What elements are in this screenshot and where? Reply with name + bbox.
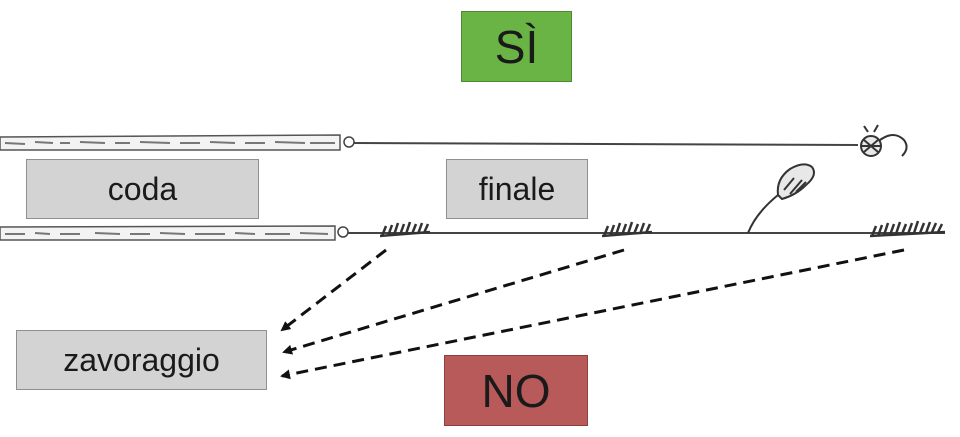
dashed-arrows: [280, 248, 905, 380]
bottom-fly-line-texture: [5, 232, 329, 235]
weighting-label: zavoraggio: [16, 330, 267, 390]
nymph-fly-icon: [747, 163, 815, 234]
split-shot-weight-icon: [869, 220, 946, 238]
top-rig: [0, 124, 908, 157]
top-fly-line-texture: [4, 141, 335, 145]
dashed-arrow-icon: [280, 248, 387, 332]
leader-label: finale: [446, 159, 588, 219]
yes-label: SÌ: [461, 11, 572, 82]
split-shot-weight-icon: [601, 221, 653, 238]
dashed-arrow-icon: [280, 248, 905, 380]
bottom-rig: [0, 163, 946, 241]
split-shot-weight-icon: [379, 221, 431, 238]
dry-fly-icon: [860, 124, 908, 157]
tail-label: coda: [26, 159, 259, 219]
top-knot: [343, 136, 355, 148]
top-leader-line: [353, 142, 859, 146]
dashed-arrow-icon: [282, 248, 625, 355]
bottom-knot: [337, 226, 349, 238]
no-label: NO: [444, 355, 588, 426]
